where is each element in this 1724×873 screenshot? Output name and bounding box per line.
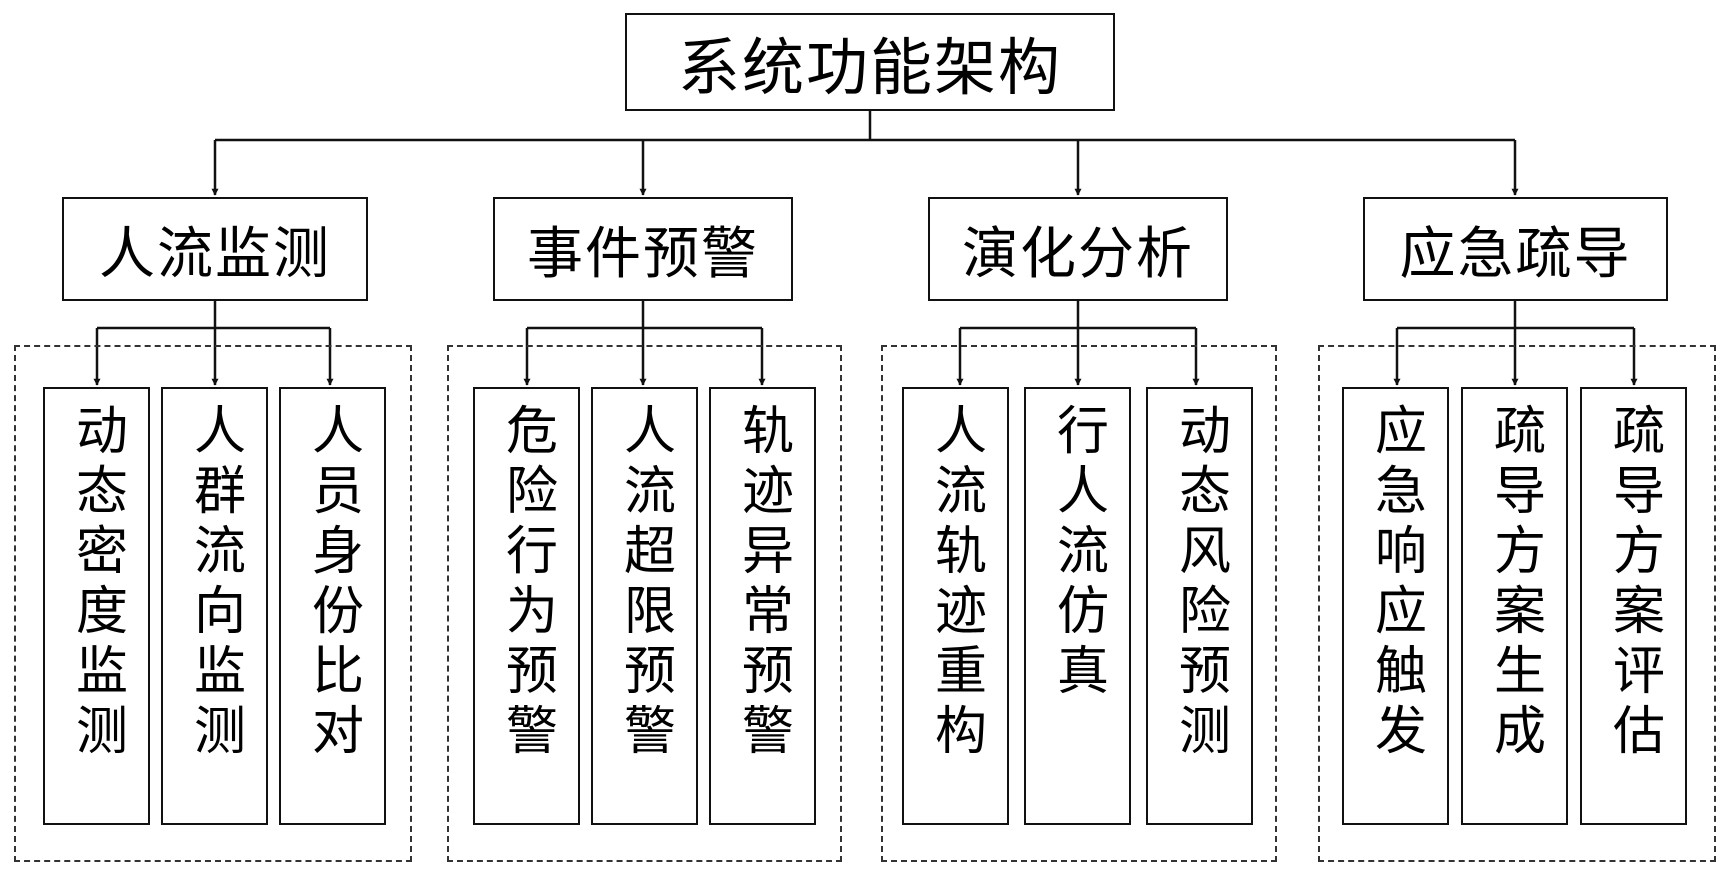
leaf-label: 动态风险预测 [1169, 403, 1230, 763]
group-event-warning [447, 345, 842, 862]
leaf-node: 动态密度监测 [43, 387, 150, 825]
root-node: 系统功能架构 [625, 13, 1115, 111]
category-label: 演化分析 [962, 221, 1194, 287]
group-evolution-analysis [881, 345, 1277, 862]
category-label: 事件预警 [527, 221, 759, 287]
leaf-node: 轨迹异常预警 [709, 387, 816, 825]
leaf-node: 人群流向监测 [161, 387, 268, 825]
group-emergency-guidance [1318, 345, 1716, 862]
category-label: 应急疏导 [1399, 221, 1632, 287]
leaf-node: 动态风险预测 [1146, 387, 1253, 825]
leaf-label: 人群流向监测 [184, 403, 245, 763]
leaf-node: 危险行为预警 [473, 387, 580, 825]
leaf-node: 人流超限预警 [591, 387, 698, 825]
leaf-label: 轨迹异常预警 [732, 403, 793, 763]
category-event-warning: 事件预警 [493, 197, 793, 301]
category-emergency-guidance: 应急疏导 [1363, 197, 1668, 301]
leaf-label: 危险行为预警 [496, 403, 557, 763]
leaf-label: 人流超限预警 [614, 403, 675, 763]
leaf-node: 人流轨迹重构 [902, 387, 1009, 825]
leaf-label: 应急响应触发 [1365, 403, 1426, 763]
leaf-node: 疏导方案生成 [1461, 387, 1568, 825]
leaf-node: 疏导方案评估 [1580, 387, 1687, 825]
leaf-label: 人员身份比对 [302, 403, 363, 763]
leaf-node: 应急响应触发 [1342, 387, 1449, 825]
category-crowd-monitoring: 人流监测 [62, 197, 368, 301]
leaf-label: 疏导方案生成 [1484, 403, 1545, 763]
group-crowd-monitoring [14, 345, 412, 862]
leaf-label: 动态密度监测 [66, 403, 127, 763]
leaf-node: 行人流仿真 [1024, 387, 1131, 825]
category-evolution-analysis: 演化分析 [928, 197, 1228, 301]
leaf-node: 人员身份比对 [279, 387, 386, 825]
root-label: 系统功能架构 [677, 31, 1062, 104]
leaf-label: 行人流仿真 [1047, 403, 1108, 703]
leaf-label: 人流轨迹重构 [925, 403, 986, 763]
leaf-label: 疏导方案评估 [1603, 403, 1664, 763]
category-label: 人流监测 [99, 221, 331, 287]
